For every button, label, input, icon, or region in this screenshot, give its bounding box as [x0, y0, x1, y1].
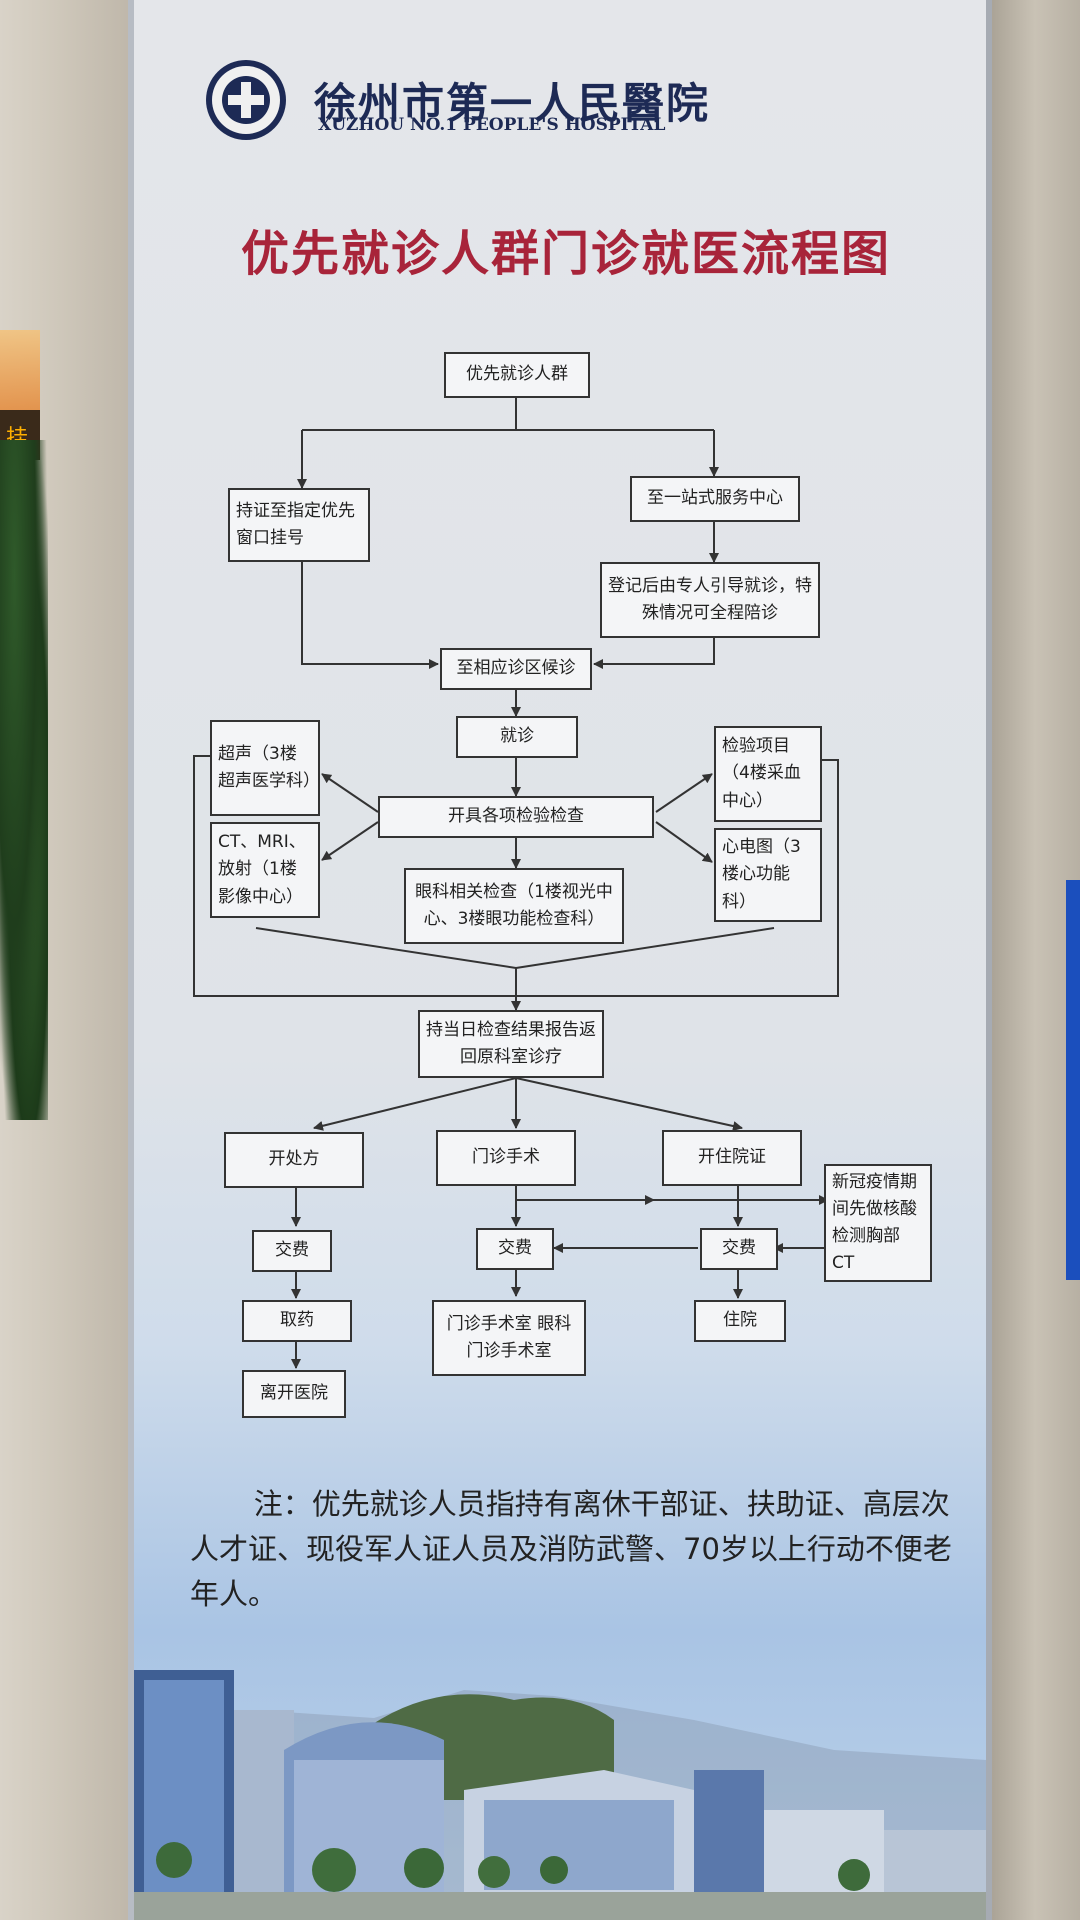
node-pay-right: 交费: [700, 1228, 778, 1270]
flowchart-poster: 徐州市第一人民醫院 XUZHOU NO.1 PEOPLE'S HOSPITAL …: [128, 0, 992, 1920]
node-wait-area: 至相应诊区候诊: [440, 648, 592, 690]
node-start: 优先就诊人群: [444, 352, 590, 398]
hospital-building-illustration: [134, 1670, 986, 1920]
node-lab-items: 检验项目（4楼采血中心）: [714, 726, 822, 822]
node-ophthalmology: 眼科相关检查（1楼视光中心、3楼眼功能检查科）: [404, 868, 624, 944]
node-service-center: 至一站式服务中心: [630, 476, 800, 522]
node-guided: 登记后由专人引导就诊，特殊情况可全程陪诊: [600, 562, 820, 638]
hospital-name-en: XUZHOU NO.1 PEOPLE'S HOSPITAL: [318, 115, 666, 135]
node-pay-middle: 交费: [476, 1228, 554, 1270]
connector: [321, 821, 379, 861]
marble-wall-right: [990, 0, 1080, 1920]
connector: [655, 773, 713, 813]
node-covid-note: 新冠疫情期间先做核酸检测胸部 CT: [824, 1164, 932, 1282]
connector: [313, 1077, 517, 1131]
footnote: 注：优先就诊人员指持有离休干部证、扶助证、高层次人才证、现役军人证人员及消防武警…: [190, 1487, 952, 1611]
connector: [655, 821, 713, 863]
node-outpatient-surgery: 门诊手术: [436, 1130, 576, 1186]
node-prescribe: 开处方: [224, 1132, 364, 1188]
background-light: [0, 330, 40, 410]
connector: [593, 638, 715, 669]
node-pay-left: 交费: [252, 1230, 332, 1272]
node-hospitalize: 住院: [694, 1300, 786, 1342]
node-ecg: 心电图（3楼心功能科）: [714, 828, 822, 922]
connector: [515, 1077, 743, 1131]
node-leave: 离开医院: [242, 1370, 346, 1418]
node-consult: 就诊: [456, 716, 578, 758]
connector: [515, 927, 775, 969]
node-surgery-rooms: 门诊手术室 眼科门诊手术室: [432, 1300, 586, 1376]
node-ultrasound: 超声（3楼超声医学科）: [210, 720, 320, 816]
node-exams: 开具各项检验检查: [378, 796, 654, 838]
hospital-name-cn: 徐州市第一人民醫院: [314, 79, 711, 128]
node-register-window: 持证至指定优先窗口挂号: [228, 488, 370, 562]
connector: [255, 927, 517, 969]
blue-sign-edge: [1066, 880, 1080, 1280]
poster-title: 优先就诊人群门诊就医流程图: [240, 226, 891, 282]
node-admission-cert: 开住院证: [662, 1130, 802, 1186]
connector: [321, 773, 379, 813]
hospital-logo-icon: [206, 60, 286, 140]
node-return-report: 持当日检查结果报告返回原科室诊疗: [418, 1010, 604, 1078]
node-imaging: CT、MRI、放射（1楼影像中心）: [210, 822, 320, 918]
connector: [301, 560, 439, 669]
node-get-medicine: 取药: [242, 1300, 352, 1342]
potted-plant: [0, 440, 48, 1120]
flow-connectors: [193, 398, 839, 1369]
